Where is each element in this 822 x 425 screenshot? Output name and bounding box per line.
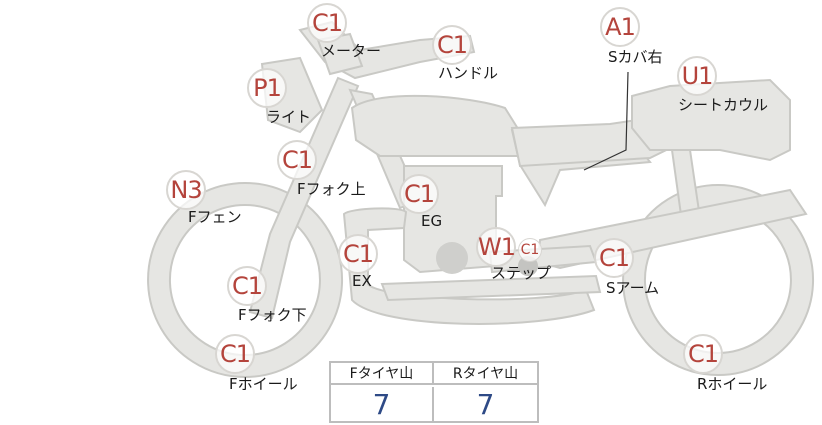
exhaust-label: EX bbox=[352, 272, 372, 290]
meter-grade-badge: C1 bbox=[307, 3, 347, 43]
front-tread-header: Fタイヤ山 bbox=[331, 363, 434, 385]
handle-grade-badge: C1 bbox=[432, 25, 472, 65]
r-wheel-label: Rホイール bbox=[697, 375, 768, 393]
side-cover-label: Sカバ右 bbox=[608, 48, 663, 66]
front-fork-shape bbox=[248, 76, 360, 320]
f-fork-upper-grade-badge: C1 bbox=[277, 140, 317, 180]
r-wheel-grade-badge: C1 bbox=[683, 334, 723, 374]
exhaust-lower-shape bbox=[380, 274, 602, 302]
rear-tread-value: 7 bbox=[476, 388, 495, 421]
engine-label: EG bbox=[421, 212, 443, 230]
tire-tread-table: Fタイヤ山 Rタイヤ山 7 7 bbox=[329, 361, 539, 423]
exhaust-grade-badge: C1 bbox=[338, 234, 378, 274]
front-tread-value: 7 bbox=[331, 387, 434, 423]
step-label: ステップ bbox=[491, 264, 552, 282]
f-fork-upper-label: Fフォク上 bbox=[297, 180, 366, 198]
f-wheel-grade-badge: C1 bbox=[215, 334, 255, 374]
handle-label: ハンドル bbox=[438, 64, 499, 82]
f-fork-lower-grade-badge: C1 bbox=[227, 266, 267, 306]
seat-cowl-shape bbox=[631, 78, 791, 162]
seat-cowl-grade-badge: U1 bbox=[677, 56, 717, 96]
side-cover-leader bbox=[583, 71, 629, 171]
seat-cowl-label: シートカウル bbox=[678, 96, 769, 114]
meter-label: メーター bbox=[321, 42, 382, 60]
engine-grade-badge: C1 bbox=[399, 174, 439, 214]
f-fork-lower-label: Fフォク下 bbox=[238, 306, 307, 324]
side-cover-grade-badge: A1 bbox=[600, 7, 640, 47]
rear-tread-header: Rタイヤ山 bbox=[434, 363, 537, 385]
f-fender-label: Fフェン bbox=[188, 208, 242, 226]
swing-arm-grade-badge: C1 bbox=[594, 238, 634, 278]
light-label: ライト bbox=[266, 108, 312, 126]
step-sub-grade-badge: C1 bbox=[518, 238, 542, 262]
light-grade-badge: P1 bbox=[247, 68, 287, 108]
swing-arm-label: Sアーム bbox=[606, 279, 660, 297]
fuel-tank-shape bbox=[350, 94, 521, 157]
step-grade-badge: W1 bbox=[476, 227, 516, 267]
f-fender-grade-badge: N3 bbox=[166, 170, 206, 210]
f-wheel-label: Fホイール bbox=[229, 375, 298, 393]
